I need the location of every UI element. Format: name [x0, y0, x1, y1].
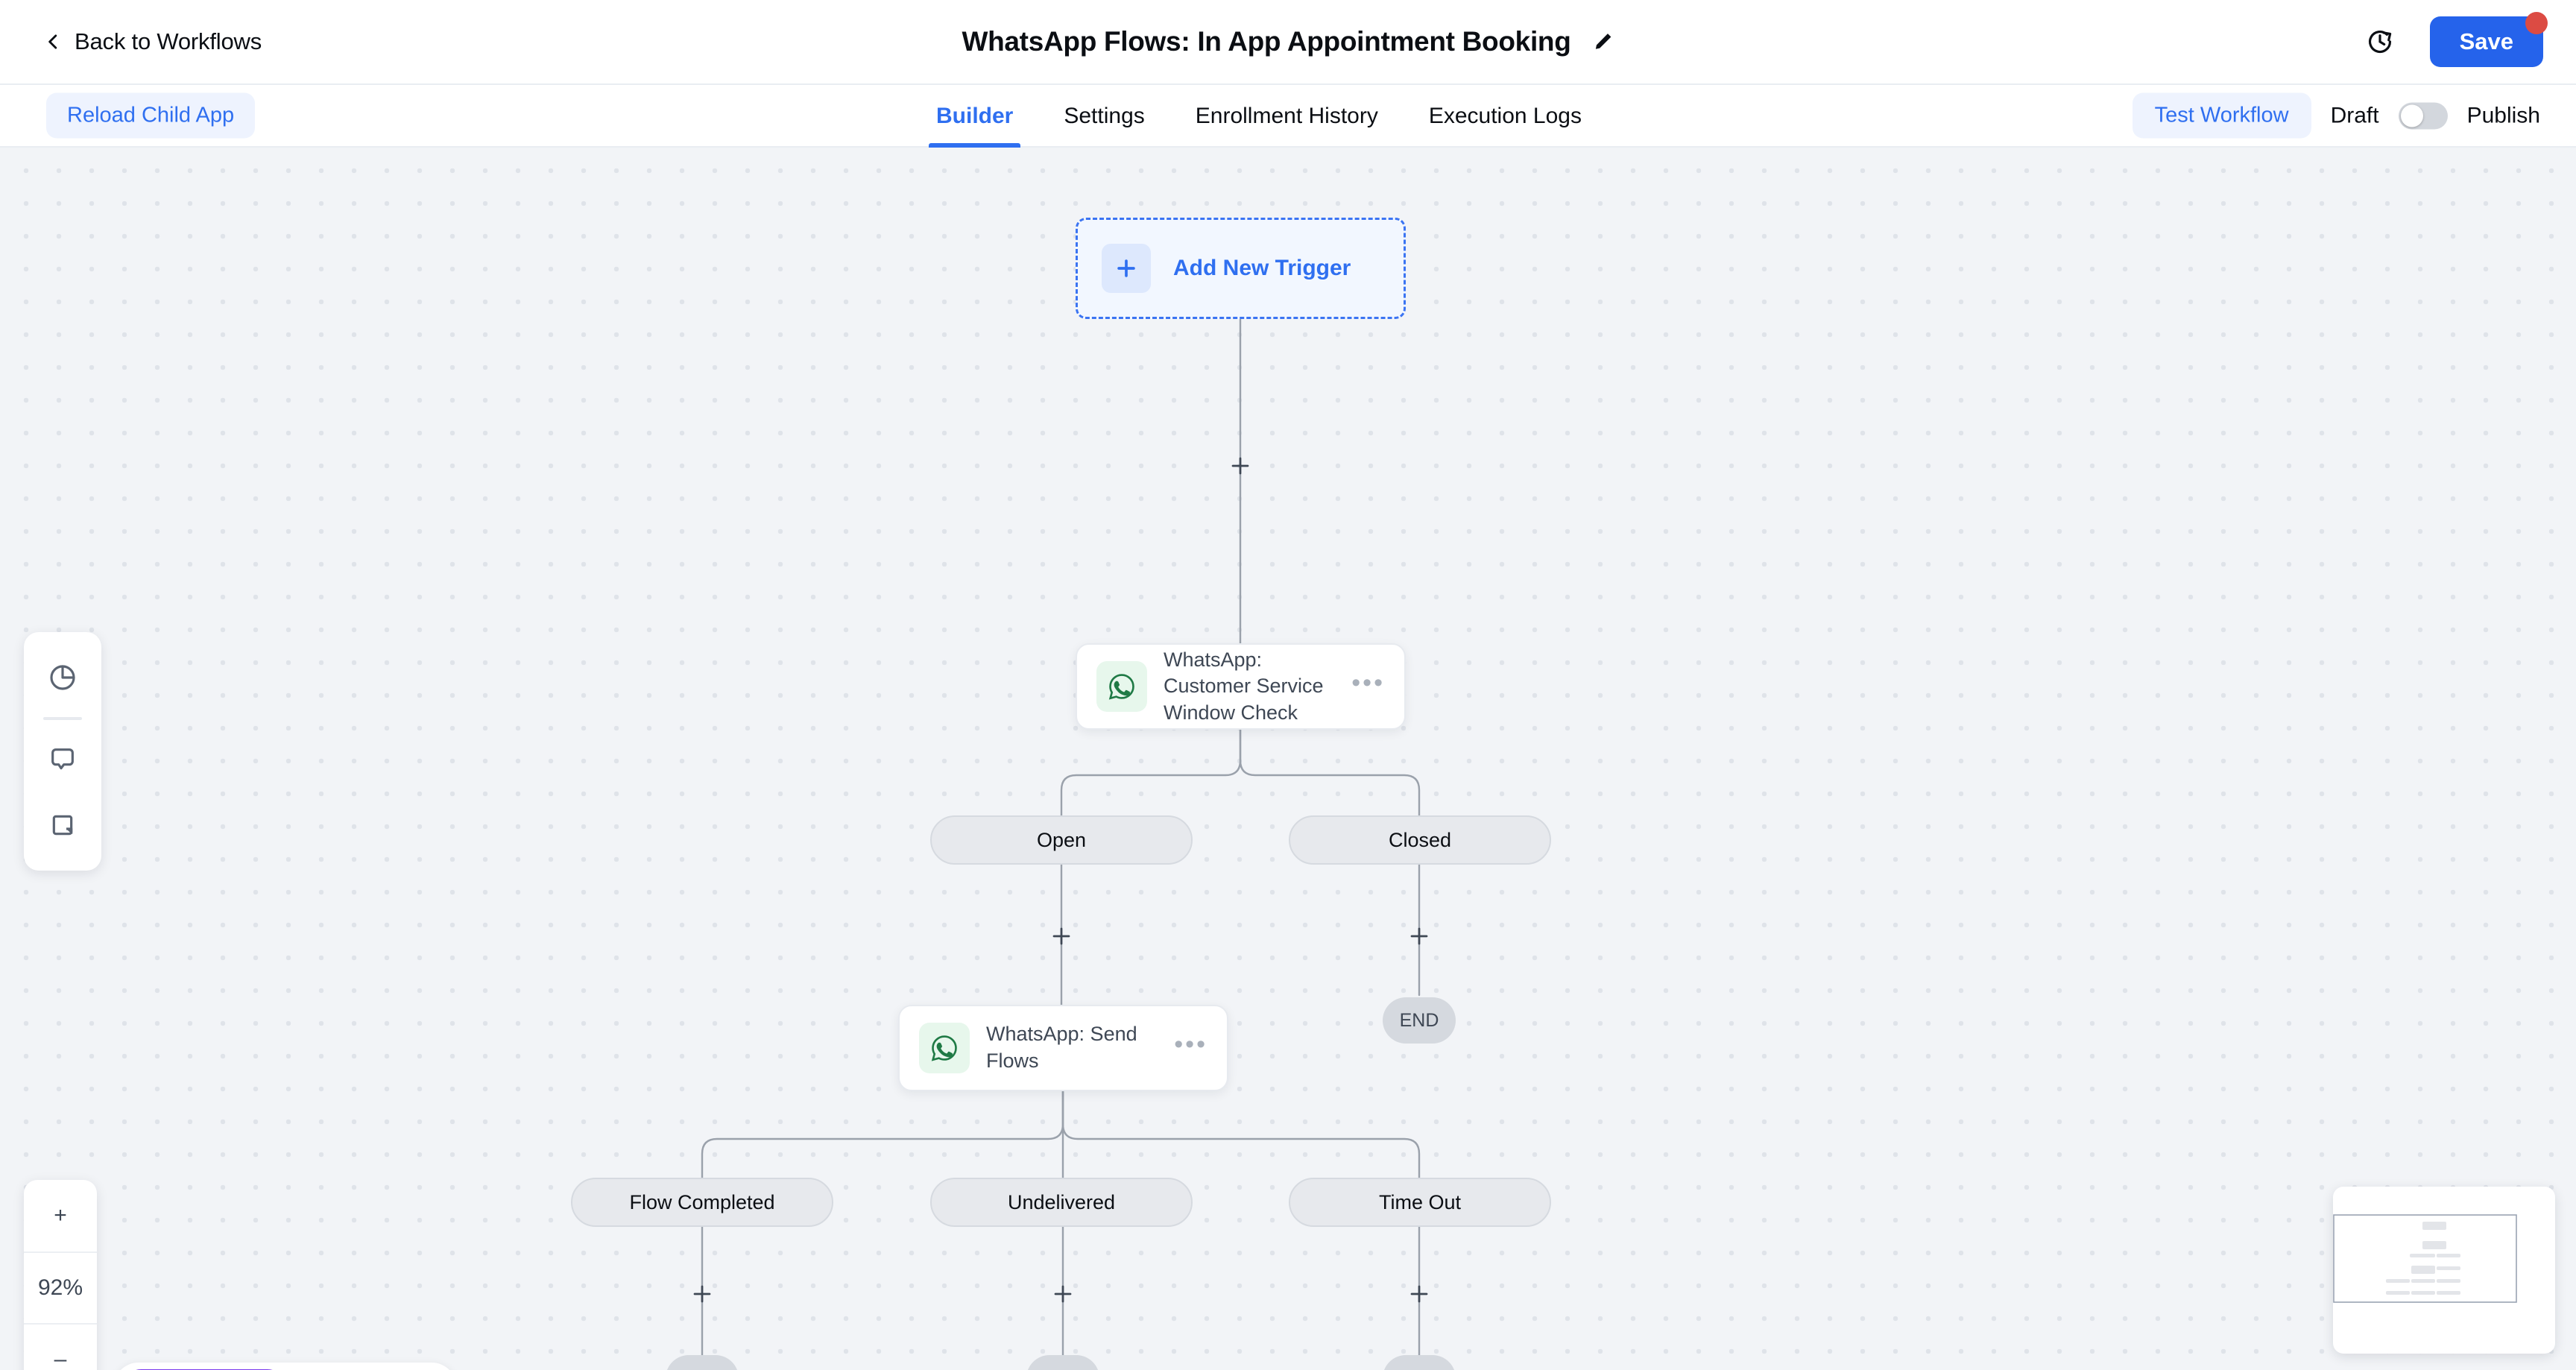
pie-chart-icon	[50, 665, 75, 690]
add-step-button-1[interactable]	[1223, 449, 1257, 483]
pencil-icon[interactable]	[1592, 31, 1614, 53]
comment-icon	[51, 748, 74, 770]
plus-icon	[1410, 1285, 1428, 1303]
analytics-button[interactable]	[37, 651, 89, 704]
whatsapp-icon-box	[919, 1023, 970, 1073]
branch-label: Open	[1036, 828, 1087, 851]
branch-label: Time Out	[1378, 1190, 1462, 1213]
notes-button[interactable]	[37, 799, 89, 851]
plus-icon	[1231, 457, 1249, 475]
sub-bar: Reload Child App Builder Settings Enroll…	[0, 85, 2576, 148]
end-label: END	[1044, 1368, 1083, 1370]
branch-pill-time-out[interactable]: Time Out	[1289, 1178, 1551, 1227]
zoom-controls: + 92% –	[24, 1180, 97, 1370]
end-label: END	[683, 1368, 722, 1370]
top-bar-actions: Save	[2366, 12, 2548, 67]
add-new-trigger-node[interactable]: Add New Trigger	[1076, 218, 1406, 319]
chevron-left-icon	[48, 34, 57, 49]
connector-lines	[701, 318, 1421, 1364]
tab-builder[interactable]: Builder	[911, 85, 1038, 148]
branch-pill-flow-completed[interactable]: Flow Completed	[571, 1178, 833, 1227]
canvas-minimap[interactable]	[2333, 1187, 2555, 1354]
node-title: WhatsApp: Customer Service Window Check	[1164, 648, 1324, 724]
reload-child-app-button[interactable]: Reload Child App	[46, 92, 256, 139]
page-title: WhatsApp Flows: In App Appointment Booki…	[962, 26, 1571, 57]
plus-icon-box	[1102, 244, 1151, 293]
branch-pill-closed[interactable]: Closed	[1289, 815, 1551, 865]
tab-enrollment-history[interactable]: Enrollment History	[1195, 104, 1378, 128]
branch-label: Flow Completed	[629, 1190, 775, 1213]
tab-execution-logs[interactable]: Execution Logs	[1428, 104, 1582, 128]
draft-publish-toggle[interactable]	[2398, 102, 2448, 129]
end-label: END	[1400, 1368, 1439, 1370]
node-whatsapp-send-flows[interactable]: WhatsApp: Send Flows •••	[898, 1005, 1228, 1091]
toggle-knob	[2400, 104, 2423, 127]
publish-label: Publish	[2466, 103, 2540, 127]
zoom-in-button[interactable]: +	[54, 1203, 67, 1228]
end-node-time-out[interactable]: END	[1383, 1355, 1456, 1370]
workflow-title-group: WhatsApp Flows: In App Appointment Booki…	[962, 26, 1614, 57]
plus-icon	[1117, 259, 1135, 277]
tab-settings[interactable]: Settings	[1064, 104, 1145, 128]
sub-bar-actions: Test Workflow Draft Publish	[2132, 92, 2540, 139]
draft-label: Draft	[2330, 103, 2379, 127]
plus-icon	[693, 1285, 711, 1303]
test-workflow-button[interactable]: Test Workflow	[2132, 92, 2311, 139]
branch-label: Closed	[1388, 828, 1452, 851]
add-step-button-time-out[interactable]	[1402, 1277, 1436, 1311]
branch-label: Undelivered	[1007, 1190, 1116, 1213]
note-icon	[52, 815, 73, 836]
minimap-viewport	[2333, 1214, 2517, 1303]
add-step-button-flow-completed[interactable]	[685, 1277, 719, 1311]
end-node-undelivered[interactable]: END	[1026, 1355, 1099, 1370]
workflow-canvas[interactable]: Add New Trigger WhatsApp: Customer Servi…	[0, 148, 2576, 1370]
back-to-workflows-label: Back to Workflows	[75, 28, 262, 54]
whatsapp-icon	[1108, 674, 1134, 700]
save-button-label: Save	[2459, 28, 2513, 54]
zoom-out-button[interactable]: –	[24, 1323, 97, 1370]
add-step-button-closed[interactable]	[1402, 919, 1436, 953]
top-bar: Back to Workflows WhatsApp Flows: In App…	[0, 0, 2576, 85]
tab-bar: Builder Settings Enrollment History Exec…	[911, 85, 1607, 148]
plus-icon	[1054, 1285, 1072, 1303]
node-title: WhatsApp: Send Flows	[986, 1023, 1137, 1072]
node-menu-button[interactable]: •••	[1174, 1029, 1208, 1058]
plus-icon	[1410, 927, 1428, 945]
back-to-workflows-button[interactable]: Back to Workflows	[43, 28, 262, 55]
canvas-tool-panel	[24, 632, 101, 871]
end-node-closed[interactable]: END	[1383, 997, 1456, 1044]
zoom-level-display: 92%	[24, 1251, 97, 1323]
add-new-trigger-label: Add New Trigger	[1173, 256, 1351, 280]
suggestion-bar: Suggestion Add actions	[113, 1363, 458, 1370]
unsaved-changes-dot	[2525, 12, 2548, 34]
branch-pill-undelivered[interactable]: Undelivered	[930, 1178, 1193, 1227]
whatsapp-icon	[931, 1035, 957, 1061]
plus-icon	[1052, 927, 1070, 945]
end-label: END	[1399, 1009, 1439, 1031]
whatsapp-icon-box	[1096, 661, 1147, 712]
branch-pill-open[interactable]: Open	[930, 815, 1193, 865]
node-whatsapp-customer-service-window-check[interactable]: WhatsApp: Customer Service Window Check …	[1076, 643, 1406, 730]
save-button[interactable]: Save	[2429, 12, 2548, 67]
node-menu-button[interactable]: •••	[1351, 668, 1385, 697]
end-node-flow-completed[interactable]: END	[666, 1355, 739, 1370]
comments-button[interactable]	[37, 733, 89, 786]
add-step-button-open[interactable]	[1044, 919, 1079, 953]
minimap-contents	[2333, 1214, 2517, 1303]
add-step-button-undelivered[interactable]	[1046, 1277, 1080, 1311]
divider	[43, 717, 82, 720]
clock-history-icon[interactable]	[2366, 28, 2394, 56]
